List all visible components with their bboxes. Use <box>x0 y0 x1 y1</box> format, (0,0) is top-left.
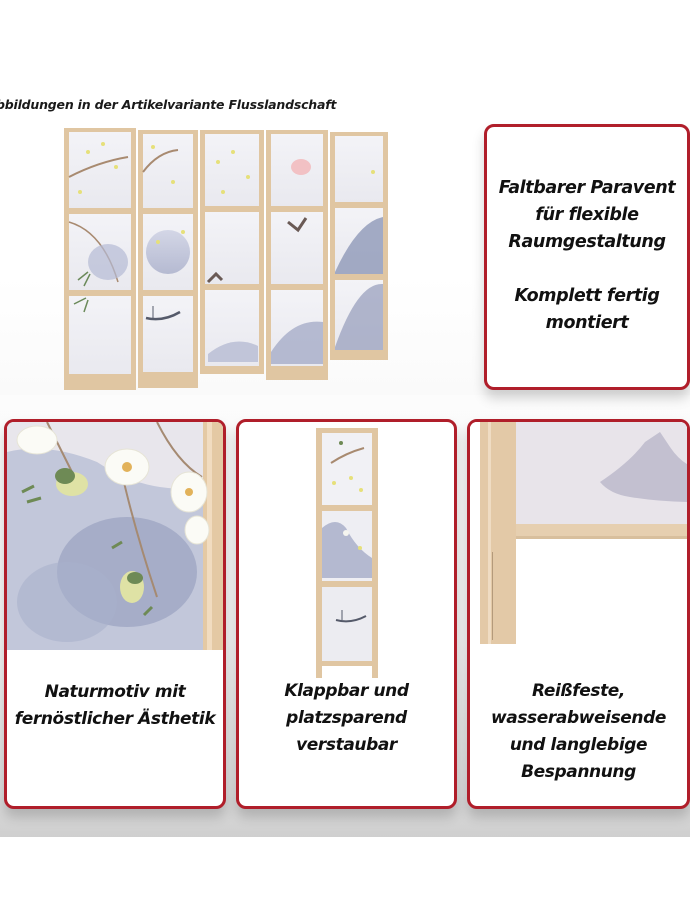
single-panel-image <box>316 428 378 678</box>
feature-card-foldable: Faltbarer Paravent für flexible Raumgest… <box>484 124 690 390</box>
feature-card-nature-motif: Naturmotiv mit fernöstlicher Ästhetik <box>4 419 226 809</box>
feature-card-text: Faltbarer Paravent für flexible Raumgest… <box>498 178 676 333</box>
product-image-folding-screen <box>58 122 388 394</box>
magnolia-closeup-image <box>7 422 223 650</box>
feature-card-text: Klappbar und platzsparend verstaubar <box>284 681 409 755</box>
frame-corner-closeup-image <box>470 422 687 657</box>
feature-card-text: Reißfeste, wasserabweisende und langlebi… <box>490 681 667 782</box>
variant-caption: bbildungen in der Artikelvariante Flussl… <box>0 97 337 112</box>
feature-card-foldable-storage: Klappbar und platzsparend verstaubar <box>236 419 457 809</box>
feature-card-durable-fabric: Reißfeste, wasserabweisende und langlebi… <box>467 419 690 809</box>
feature-card-text: Naturmotiv mit fernöstlicher Ästhetik <box>14 682 216 729</box>
